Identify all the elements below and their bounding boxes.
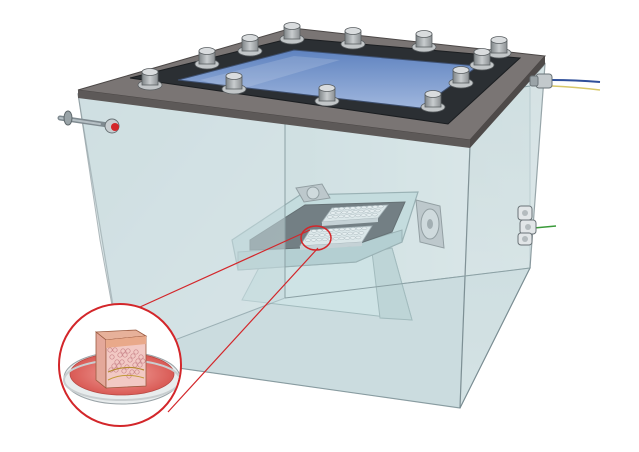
well bbox=[327, 215, 333, 219]
chamber-front-faces bbox=[77, 62, 546, 409]
well bbox=[377, 204, 384, 209]
well bbox=[355, 226, 362, 231]
well bbox=[349, 214, 356, 218]
skin-tissue-dish-icon bbox=[58, 303, 182, 427]
well bbox=[313, 233, 320, 237]
well bbox=[330, 211, 336, 215]
well bbox=[355, 213, 361, 218]
well bbox=[308, 233, 314, 238]
well bbox=[349, 236, 356, 240]
fan-icon bbox=[415, 199, 445, 249]
well bbox=[349, 206, 356, 210]
highlight-ellipse bbox=[300, 225, 332, 251]
well bbox=[316, 237, 323, 242]
bolt-icon bbox=[194, 47, 220, 70]
well bbox=[352, 231, 359, 235]
well bbox=[341, 210, 348, 215]
well bbox=[344, 206, 351, 211]
well bbox=[310, 238, 317, 242]
bolt-icon bbox=[137, 68, 163, 91]
bolt-icon bbox=[486, 36, 512, 59]
well bbox=[374, 208, 381, 213]
well bbox=[355, 235, 362, 240]
well bbox=[355, 206, 362, 210]
well bbox=[311, 229, 317, 233]
well bbox=[346, 210, 353, 214]
well bbox=[352, 210, 359, 214]
well bbox=[339, 227, 345, 232]
well bbox=[319, 233, 326, 237]
well bbox=[366, 213, 373, 217]
bolt-icon bbox=[448, 66, 474, 89]
well bbox=[358, 209, 364, 214]
well bbox=[344, 227, 351, 231]
bolt-icon bbox=[469, 48, 495, 71]
well bbox=[347, 231, 354, 236]
well bbox=[316, 229, 323, 233]
fitting-icon bbox=[517, 205, 557, 246]
magnifier-callout bbox=[139, 225, 332, 413]
bolt-icon bbox=[420, 90, 446, 113]
well bbox=[372, 205, 379, 209]
well bbox=[344, 236, 351, 240]
chamber-lid bbox=[77, 22, 547, 148]
well bbox=[333, 228, 340, 232]
connector-icon bbox=[529, 73, 601, 91]
bolt-icon bbox=[340, 27, 366, 50]
fan-back-left bbox=[295, 183, 331, 203]
well bbox=[366, 205, 373, 209]
well bbox=[350, 227, 357, 231]
bolt-group bbox=[137, 22, 512, 113]
well bbox=[336, 232, 342, 236]
well bbox=[338, 207, 345, 211]
tissue-cells bbox=[107, 347, 146, 379]
bolt-icon bbox=[411, 30, 437, 53]
lid-right-edge bbox=[470, 56, 545, 148]
well bbox=[338, 236, 345, 241]
well bbox=[341, 232, 348, 236]
well bbox=[361, 226, 368, 230]
lid-front-edge bbox=[78, 90, 470, 148]
well bbox=[305, 238, 311, 242]
well bbox=[360, 213, 367, 217]
bolt-icon bbox=[314, 84, 340, 107]
well bbox=[332, 215, 339, 219]
well bbox=[335, 211, 342, 215]
well bbox=[333, 207, 339, 211]
well-plate-back bbox=[321, 204, 389, 226]
well bbox=[363, 209, 370, 213]
well bbox=[333, 237, 339, 241]
well bbox=[371, 212, 378, 217]
bolt-icon bbox=[237, 34, 263, 57]
bolt-icon bbox=[221, 72, 247, 95]
well bbox=[343, 214, 350, 218]
well bbox=[321, 237, 328, 241]
bolt-icon bbox=[279, 22, 305, 45]
well bbox=[338, 214, 345, 219]
well bbox=[361, 205, 367, 210]
well bbox=[369, 209, 376, 213]
well bbox=[358, 231, 365, 235]
valve-icon bbox=[57, 110, 120, 134]
